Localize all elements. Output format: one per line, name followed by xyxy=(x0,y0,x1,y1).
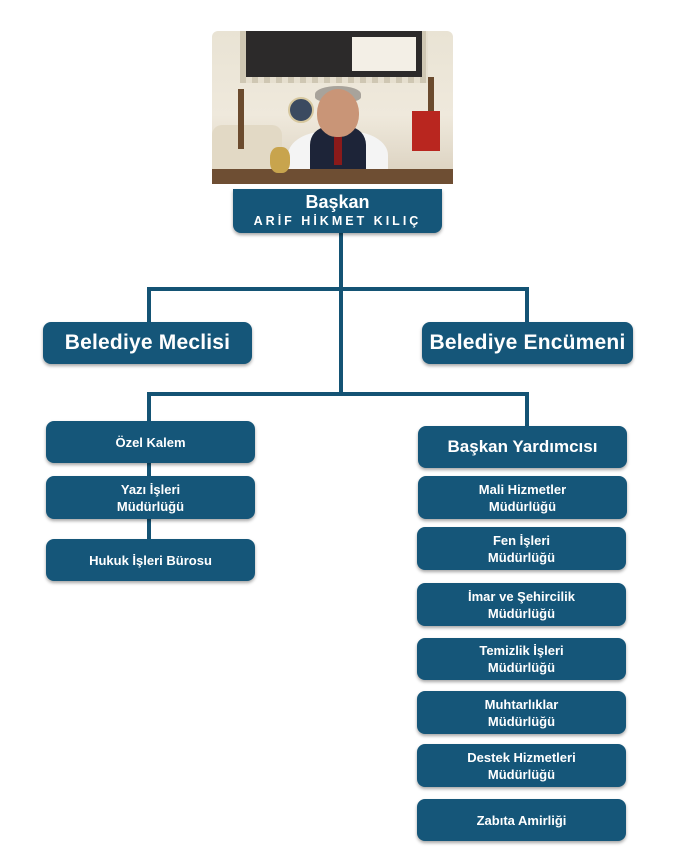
department-financial-services-label: Mali Hizmetler Müdürlüğü xyxy=(478,481,567,514)
mayor-title: Başkan xyxy=(305,192,370,212)
municipal-committee-label: Belediye Encümeni xyxy=(429,331,626,354)
mayor-box: Başkan ARİF HİKMET KILIÇ xyxy=(233,189,442,233)
deputy-mayor-label: Başkan Yardımcısı xyxy=(447,437,598,456)
private-office-label: Özel Kalem xyxy=(115,434,186,450)
legal-affairs-box: Hukuk İşleri Bürosu xyxy=(46,539,255,581)
department-financial-services-box: Mali Hizmetler Müdürlüğü xyxy=(418,476,627,519)
department-village-heads-label: Muhtarlıklar Müdürlüğü xyxy=(484,696,559,729)
connector-level1-right xyxy=(525,287,529,325)
legal-affairs-label: Hukuk İşleri Bürosu xyxy=(89,552,212,568)
municipal-council-box: Belediye Meclisi xyxy=(43,322,252,364)
department-zoning-urbanism-label: İmar ve Şehircilik Müdürlüğü xyxy=(468,588,575,621)
connector-level2-right xyxy=(525,392,529,428)
department-support-services-label: Destek Hizmetleri Müdürlüğü xyxy=(467,749,576,782)
deputy-mayor-box: Başkan Yardımcısı xyxy=(418,426,627,468)
mayor-portrait xyxy=(212,31,453,184)
department-technical-works-box: Fen İşleri Müdürlüğü xyxy=(417,527,626,570)
department-village-heads-box: Muhtarlıklar Müdürlüğü xyxy=(417,691,626,734)
department-zoning-urbanism-box: İmar ve Şehircilik Müdürlüğü xyxy=(417,583,626,626)
connector-level1-horizontal xyxy=(147,287,529,291)
connector-level2-horizontal xyxy=(147,392,529,396)
department-cleaning-label: Temizlik İşleri Müdürlüğü xyxy=(479,643,564,675)
private-office-box: Özel Kalem xyxy=(46,421,255,463)
municipal-committee-box: Belediye Encümeni xyxy=(422,322,633,364)
mayor-name: ARİF HİKMET KILIÇ xyxy=(253,214,422,228)
department-support-services-box: Destek Hizmetleri Müdürlüğü xyxy=(417,744,626,787)
department-technical-works-label: Fen İşleri Müdürlüğü xyxy=(487,532,556,565)
clerical-affairs-box: Yazı İşleri Müdürlüğü xyxy=(46,476,255,519)
municipal-police-label: Zabıta Amirliği xyxy=(476,812,567,828)
connector-level1-left xyxy=(147,287,151,325)
connector-main-vertical xyxy=(339,232,343,394)
department-cleaning-box: Temizlik İşleri Müdürlüğü xyxy=(417,638,626,680)
municipal-council-label: Belediye Meclisi xyxy=(64,331,231,354)
connector-level2-left xyxy=(147,392,151,424)
clerical-affairs-label: Yazı İşleri Müdürlüğü xyxy=(116,481,185,514)
municipal-police-box: Zabıta Amirliği xyxy=(417,799,626,841)
